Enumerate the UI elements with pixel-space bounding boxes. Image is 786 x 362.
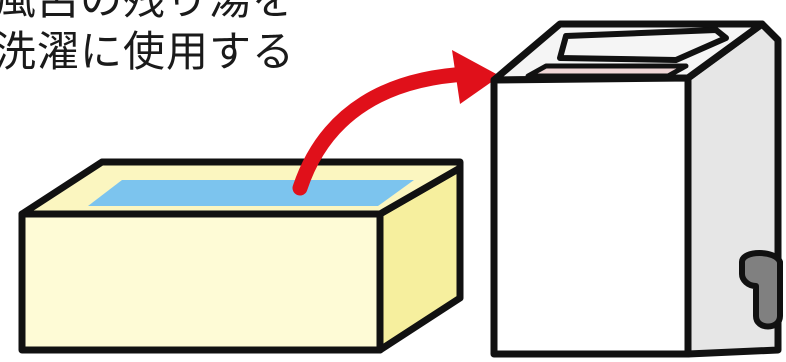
washer-lid — [557, 27, 729, 63]
bathtub — [18, 158, 464, 354]
faucet-icon — [739, 250, 783, 330]
caption-line-1: 風呂の残り湯を — [0, 0, 295, 26]
arrow-head-icon — [452, 50, 500, 104]
bath-water — [88, 180, 414, 206]
caption-line-2: 洗濯に使用する — [0, 27, 296, 76]
washer-control-slot — [525, 63, 689, 79]
washing-machine — [490, 20, 783, 358]
washer-front-face — [490, 74, 692, 358]
transfer-arrow — [292, 50, 500, 196]
bathtub-front-face — [18, 210, 384, 354]
caption-text: 風呂の残り湯を 洗濯に使用する — [0, 0, 295, 78]
arrow-shaft — [292, 66, 476, 196]
